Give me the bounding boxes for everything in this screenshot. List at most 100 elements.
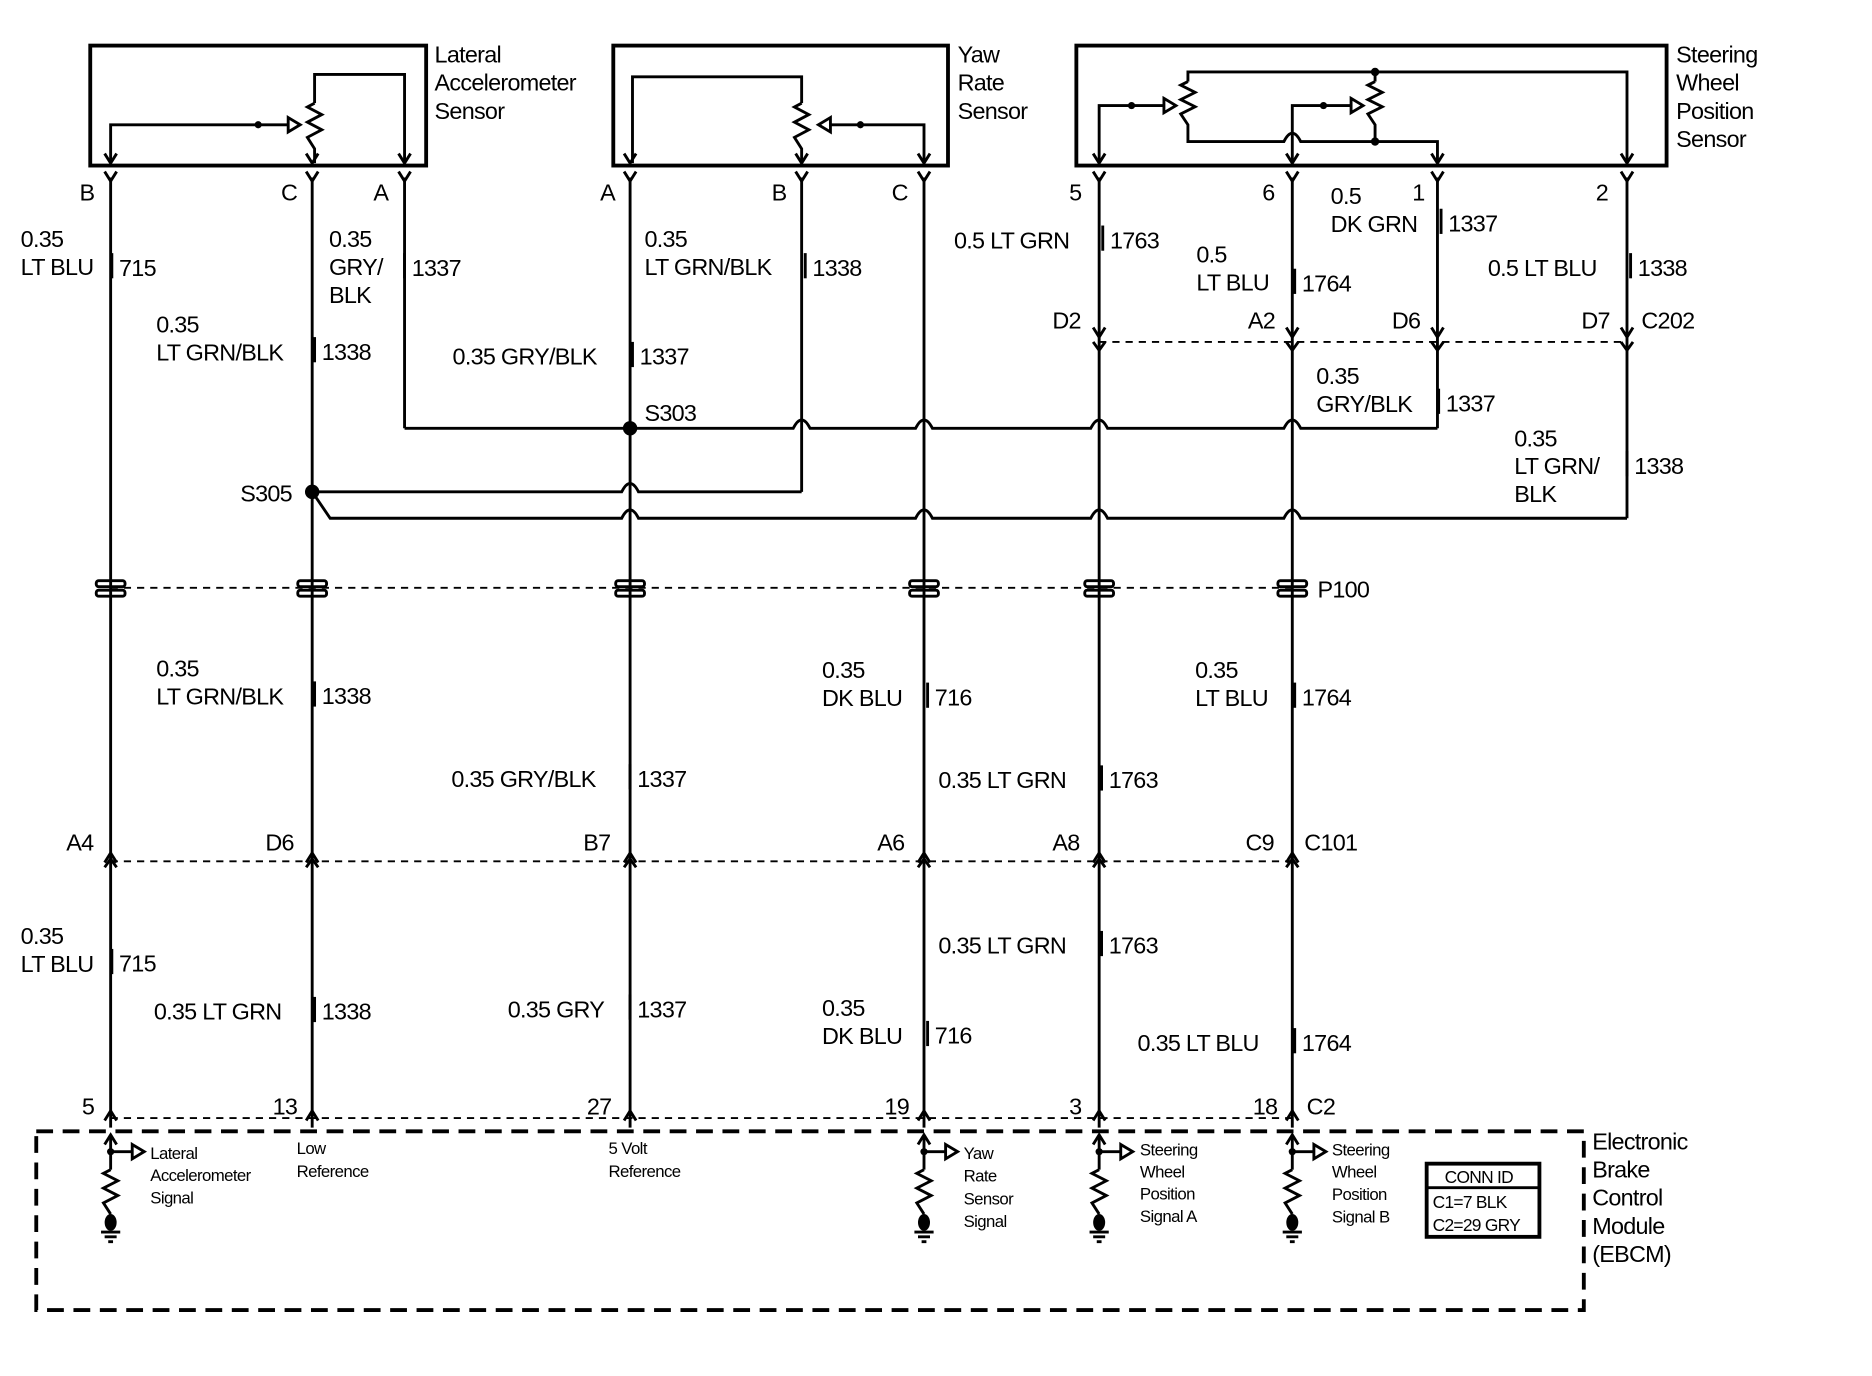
c101-arrow bbox=[304, 850, 320, 864]
wire-circuit-number: 716 bbox=[935, 1023, 972, 1049]
wire-gauge-color: LT GRN/BLK bbox=[156, 339, 284, 365]
circuit-1337-bus bbox=[404, 418, 1438, 430]
ebcm-signal-label: Signal bbox=[964, 1212, 1007, 1231]
ebcm-signal-label: Rate bbox=[964, 1167, 997, 1186]
wire-circuit-number: 1338 bbox=[1638, 255, 1687, 281]
c101-pin-label: A6 bbox=[877, 830, 904, 856]
sensor-pin-label: 5 bbox=[1069, 179, 1082, 205]
wire-circuit-number: 716 bbox=[935, 684, 972, 710]
ebcm-signal-label: Position bbox=[1140, 1185, 1195, 1204]
sensor-name: Sensor bbox=[435, 98, 506, 124]
p100-terminal bbox=[1083, 579, 1115, 589]
c2-terminal bbox=[304, 1108, 320, 1122]
p100-terminal bbox=[614, 588, 646, 598]
wire-gauge-color: BLK bbox=[329, 282, 372, 308]
ebcm-signal-label: Position bbox=[1332, 1185, 1387, 1204]
sensor-name: Accelerometer bbox=[435, 70, 577, 96]
wire-circuit-number: 1337 bbox=[637, 996, 686, 1022]
ground-icon bbox=[1089, 1230, 1109, 1244]
sensor-name: Yaw bbox=[958, 41, 1000, 67]
wire-gauge-color: 0.35 LT GRN bbox=[938, 933, 1066, 959]
sensor-pin-label: A bbox=[373, 179, 389, 205]
sensor-pin-terminal bbox=[1091, 170, 1107, 184]
p100-label: P100 bbox=[1317, 576, 1369, 602]
lateral-wiper-wire bbox=[109, 123, 289, 164]
ebcm-pullup-resistor bbox=[1088, 1168, 1110, 1215]
c2-terminal bbox=[916, 1108, 932, 1122]
wire-gauge-color: 0.35 bbox=[822, 995, 865, 1021]
wire-gauge-color: 0.35 bbox=[822, 657, 865, 683]
ebcm-signal-label: Wheel bbox=[1332, 1163, 1377, 1182]
steering-wiper2-wire bbox=[1290, 104, 1352, 164]
p100-terminal bbox=[1276, 579, 1309, 589]
wiper-dot bbox=[856, 121, 865, 129]
lateral-accelerometer-sensor-box bbox=[88, 43, 429, 168]
wire-gauge-color: 0.5 LT GRN bbox=[954, 227, 1069, 253]
c202-terminal bbox=[1430, 341, 1445, 353]
ground-icon bbox=[104, 1214, 117, 1231]
wire-gauge-color: 0.35 GRY bbox=[508, 996, 606, 1022]
ebcm-signal-label: Steering bbox=[1332, 1140, 1390, 1159]
ebcm-signal-label: Signal B bbox=[1332, 1208, 1390, 1227]
sensor-pin-arrow bbox=[304, 152, 320, 166]
p100-terminal bbox=[296, 588, 329, 598]
ebcm-signal-label: Accelerometer bbox=[150, 1166, 251, 1185]
wire-circuit-number: 1764 bbox=[1302, 684, 1352, 710]
steering-r2 bbox=[1364, 80, 1386, 142]
sensor-pin-label: 1 bbox=[1412, 179, 1424, 205]
sensor-pin-label: 2 bbox=[1596, 179, 1608, 205]
p100-terminal bbox=[614, 579, 646, 589]
c2-pin-label: 5 bbox=[82, 1093, 95, 1119]
c202-label: C202 bbox=[1641, 308, 1694, 334]
steering-junction-dot bbox=[1370, 137, 1380, 146]
wire-gauge-color: 0.35 bbox=[1514, 425, 1557, 451]
c2-terminal bbox=[103, 1108, 118, 1122]
steering-wiper2-arrow bbox=[1349, 95, 1366, 116]
wire-gauge-color: LT BLU bbox=[1195, 685, 1268, 711]
wire-gauge-color: GRY/ bbox=[329, 254, 384, 280]
c202-arrow bbox=[1285, 326, 1300, 340]
p100-terminal bbox=[908, 579, 940, 589]
p100-terminal bbox=[94, 588, 127, 598]
wire-gauge-color: DK GRN bbox=[1331, 211, 1418, 237]
yaw-resistor bbox=[791, 101, 812, 164]
ebcm-signal-arrow bbox=[944, 1141, 961, 1162]
ebcm-box bbox=[34, 1129, 1586, 1312]
sensor-name: Position bbox=[1676, 98, 1753, 124]
sensor-pin-arrow bbox=[622, 152, 638, 166]
ebcm-input-dot bbox=[1095, 1148, 1103, 1156]
sensor-pin-terminal bbox=[1285, 170, 1300, 184]
sensor-name: Rate bbox=[958, 70, 1005, 96]
wire-gauge-color: LT GRN/BLK bbox=[156, 684, 284, 710]
c2-terminal bbox=[1285, 1108, 1300, 1122]
wire-circuit-number: 1337 bbox=[640, 344, 689, 370]
ebcm-signal-arrow bbox=[130, 1141, 148, 1162]
c2-terminal bbox=[1091, 1108, 1107, 1122]
ebcm-signal-label: Signal A bbox=[1140, 1207, 1198, 1226]
wire-gauge-color: 0.35 GRY/BLK bbox=[453, 344, 598, 370]
circuit-1338-bus-yaw bbox=[312, 482, 802, 494]
sensor-name: Wheel bbox=[1676, 70, 1739, 96]
sensor-pin-terminal bbox=[103, 170, 118, 184]
ebcm-signal-label: Yaw bbox=[964, 1144, 995, 1163]
c2-pin-label: 18 bbox=[1253, 1093, 1278, 1119]
steering-r1 bbox=[1177, 80, 1439, 164]
ebcm-signal-label: Wheel bbox=[1140, 1162, 1185, 1181]
ebcm-signal-label: Reference bbox=[608, 1162, 680, 1181]
c101-pin-label: D6 bbox=[265, 830, 293, 856]
conn-id-line: C2=29 GRY bbox=[1433, 1215, 1522, 1235]
wire-gauge-color: 0.35 LT GRN bbox=[938, 767, 1066, 793]
sensor-pin-terminal bbox=[794, 170, 809, 184]
c101-arrow bbox=[1091, 850, 1107, 864]
wire-circuit-number: 1337 bbox=[637, 766, 686, 792]
wire-gauge-color: LT GRN/ bbox=[1514, 453, 1600, 479]
c2-pin-label: 27 bbox=[587, 1093, 612, 1119]
sensor-pin-label: C bbox=[281, 179, 297, 205]
sensor-pin-label: B bbox=[772, 179, 787, 205]
wire-gauge-color: 0.35 LT GRN bbox=[154, 999, 282, 1025]
yaw-sensor-internal-wire bbox=[631, 75, 804, 164]
wire-circuit-number: 1337 bbox=[1448, 211, 1497, 237]
p100-terminal bbox=[908, 588, 940, 598]
